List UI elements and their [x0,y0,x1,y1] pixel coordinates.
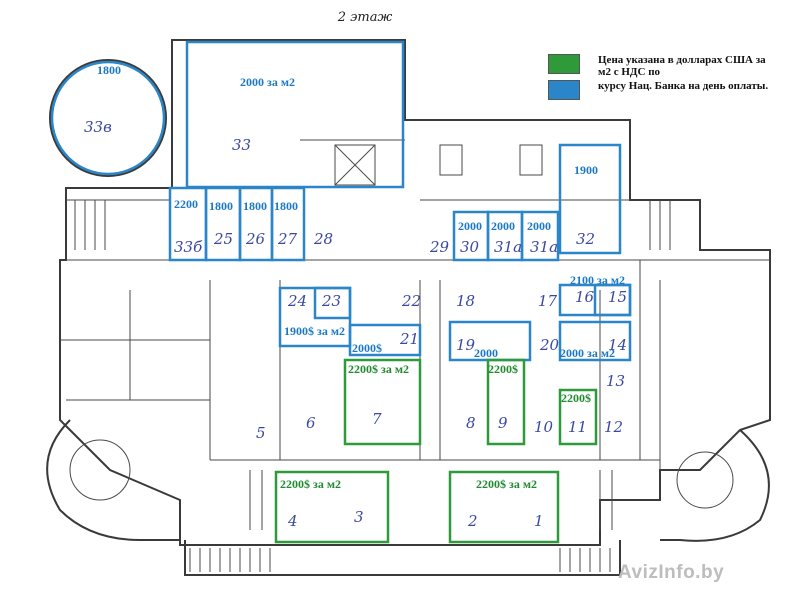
blue-zones [50,40,632,362]
room-number: 28 [313,230,333,248]
room-number: 32 [576,230,595,248]
room-number: 31а [494,238,522,256]
room-number: 5 [256,424,266,442]
room-number: 33б [174,238,203,256]
price-label: 2000$ [352,341,382,355]
watermark: AvizInfo.by [618,562,725,583]
room-number: 21 [399,330,419,348]
room-number: 26 [245,230,266,248]
price-label: 2100 за м2 [570,273,625,287]
room-number: 4 [287,512,298,530]
price-label: 2200$ [488,362,518,376]
room-number: 1 [534,512,544,530]
room-number: 19 [456,336,476,354]
room-number: 15 [608,288,627,306]
legend: Цена указана в долларах США за м2 с НДС … [548,54,788,114]
room-number: 10 [534,418,554,436]
price-label: 1900 [574,163,598,177]
room-number: 29 [429,238,450,256]
room-number: 9 [498,414,508,432]
price-labels: 1800 2000 за м2 1900 2200 1800 1800 1800… [97,63,625,491]
room-number: 27 [277,230,298,248]
room-number: 12 [604,418,623,436]
room-number: 31а [530,238,558,256]
room-number: 3 [354,508,364,526]
room-number: 17 [538,292,558,310]
room-number: 6 [306,414,316,432]
room-number: 8 [466,414,476,432]
room-number: 20 [539,336,560,354]
room-number: 13 [606,372,625,390]
room-number: 23 [321,292,341,310]
price-label: 2000 [491,219,515,233]
price-label: 2200 [174,197,198,211]
room-number: 22 [401,292,421,310]
room-number: 11 [568,418,587,436]
price-label: 1800 [97,63,121,77]
blue-swatch [548,80,580,100]
price-label: 2200$ за м2 [280,477,341,491]
room-numbers: 33в 33 33б 25 26 27 28 29 30 31а 31а 32 … [84,118,627,530]
room-number: 14 [608,336,627,354]
price-label: 2000 за м2 [560,346,615,360]
price-label: 1800 [209,199,233,213]
room-number: 30 [460,238,480,256]
price-label: 1900$ за м2 [284,324,345,338]
price-label: 2000 [527,219,551,233]
legend-blue-row: курсу Нац. Банка на день оплаты. [548,80,778,100]
green-zones [274,358,598,544]
price-label: 1800 [274,199,298,213]
price-label: 2200$ за м2 [476,477,537,491]
room-number: 25 [213,230,233,248]
floor-title: 2 этаж [337,10,393,25]
price-label: 2000 за м2 [240,75,295,89]
price-label: 2200$ [561,391,591,405]
price-label: 2000 [458,219,482,233]
price-label: 2000 [474,346,498,360]
price-label: 2200$ за м2 [348,362,409,376]
price-label: 1800 [243,199,267,213]
room-number: 7 [372,410,382,428]
room-number: 2 [467,512,478,530]
legend-text-blue: курсу Нац. Банка на день оплаты. [598,80,769,92]
legend-green-row: Цена указана в долларах США за м2 с НДС … [548,54,778,78]
room-number: 18 [456,292,475,310]
room-number: 24 [287,292,307,310]
room-number: 33 [232,136,251,154]
building-outline [46,39,771,576]
room-number: 33в [84,118,112,136]
room-number: 16 [575,288,595,306]
legend-text-green: Цена указана в долларах США за м2 с НДС … [598,54,766,78]
green-swatch [548,54,580,74]
